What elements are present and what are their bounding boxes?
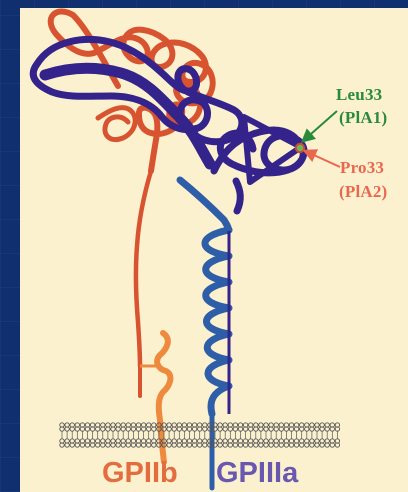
leu33-label: Leu33	[336, 86, 382, 103]
pro33-arrow	[305, 151, 340, 167]
pla2-label: (PlA2)	[339, 183, 387, 200]
gpiiia-helix-connector	[180, 180, 229, 230]
pla1-label: (PlA1)	[339, 109, 387, 126]
gpiib-stalk	[136, 171, 151, 366]
gpiiia-descending-ribbon	[236, 181, 240, 211]
gpiib-label: GPIIb	[102, 459, 178, 488]
gpiiia-label: GPIIIa	[216, 459, 298, 488]
polymorphism-site-dot	[296, 144, 304, 152]
pro33-label: Pro33	[340, 159, 384, 176]
gpiiia-helix	[205, 230, 229, 414]
gpiib-ribbon-left-loop	[98, 108, 135, 140]
membrane-bilayer	[60, 423, 340, 447]
leu33-arrow	[303, 111, 337, 141]
